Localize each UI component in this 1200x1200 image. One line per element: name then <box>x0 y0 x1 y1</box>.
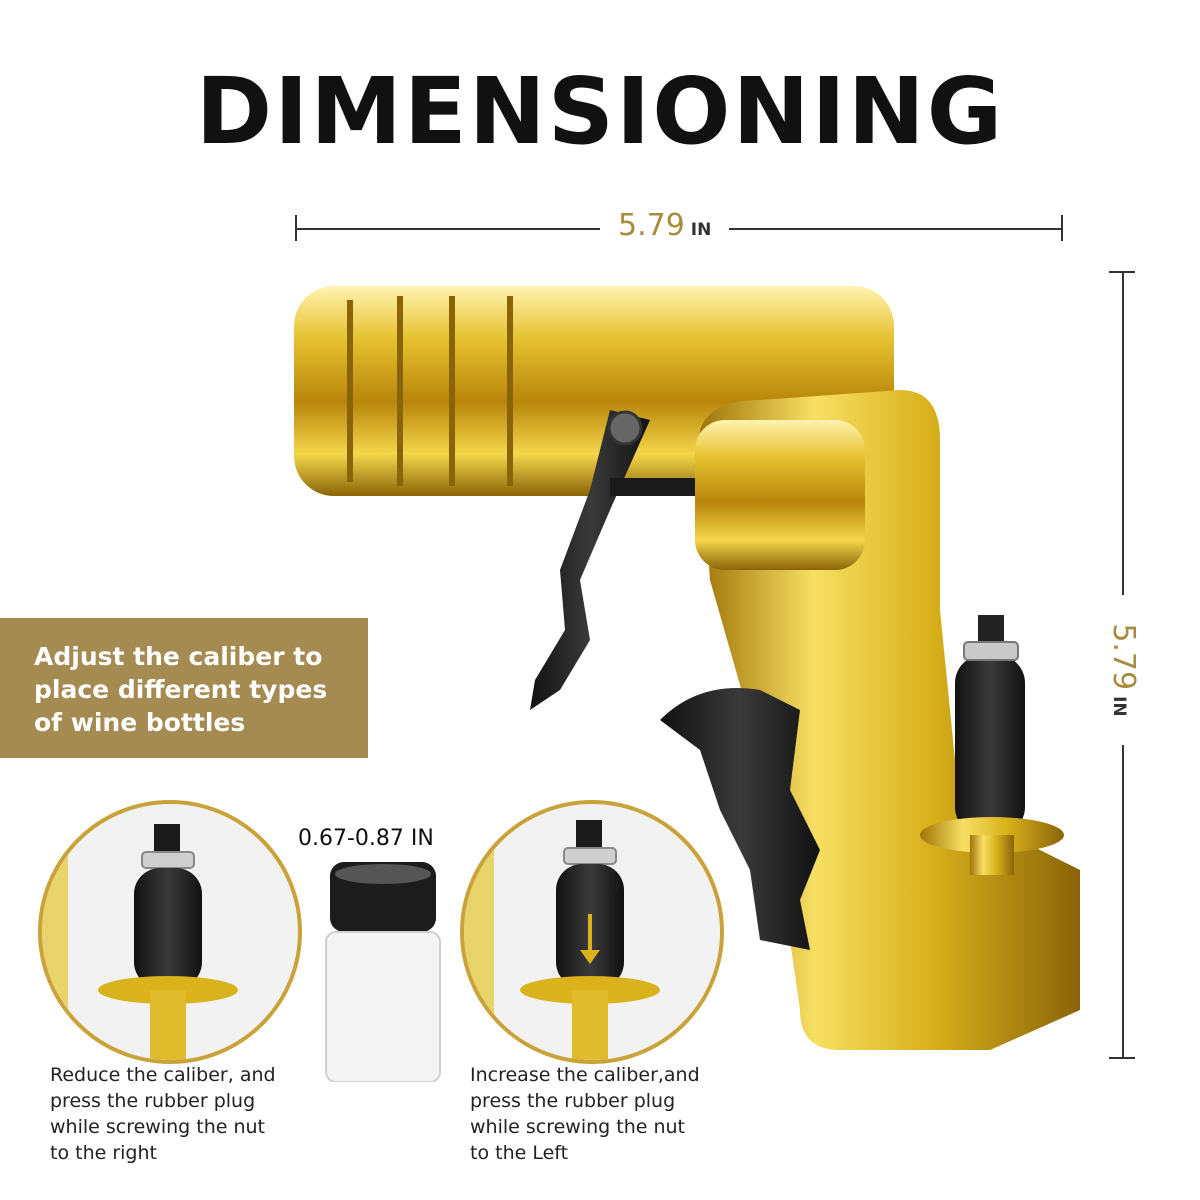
caption-line: to the right <box>50 1142 157 1164</box>
height-dimension-label: 5.79IN <box>1103 595 1143 745</box>
page-title: DIMENSIONING <box>195 58 1005 165</box>
height-dimension-unit: IN <box>1109 696 1129 717</box>
caption-line: while screwing the nut <box>50 1116 266 1138</box>
detail-circle-increase <box>460 800 724 1064</box>
detail-circle-reduce <box>38 800 302 1064</box>
barrel-rings <box>347 296 513 486</box>
chamber <box>695 420 865 570</box>
rear-handle <box>660 688 820 950</box>
plug-collar <box>970 835 1014 875</box>
callout-line: of wine bottles <box>34 708 246 737</box>
caption-line: press the rubber plug <box>470 1090 676 1112</box>
bottle-icon <box>325 862 441 1082</box>
plug-closeup-arrow-icon <box>464 804 660 1060</box>
reduce-caliber-caption: Reduce the caliber, and press the rubber… <box>50 1062 276 1166</box>
width-dimension-tick-right <box>1061 215 1063 241</box>
width-dimension-unit: IN <box>690 220 712 240</box>
rubber-plug <box>955 655 1025 835</box>
width-dimension-value: 5.79 <box>618 208 685 243</box>
height-dimension-value: 5.79 <box>1106 623 1141 691</box>
caption-line: press the rubber plug <box>50 1090 256 1112</box>
trigger-pivot <box>607 410 643 446</box>
plug-closeup-icon <box>42 804 238 1060</box>
bottle-diameter-label: 0.67-0.87 IN <box>298 826 434 851</box>
callout-line: place different types <box>34 675 328 704</box>
height-dimension-tick-top <box>1109 271 1135 273</box>
width-dimension-tick-left <box>295 215 297 241</box>
product-image <box>294 286 1080 1050</box>
callout-line: Adjust the caliber to <box>34 642 323 671</box>
caption-line: to the Left <box>470 1142 569 1164</box>
plug-nut <box>963 641 1019 661</box>
caliber-callout: Adjust the caliber to place different ty… <box>0 618 368 758</box>
increase-caliber-caption: Increase the caliber,and press the rubbe… <box>470 1062 700 1166</box>
caption-line: while screwing the nut <box>470 1116 686 1138</box>
caption-line: Reduce the caliber, and <box>50 1064 276 1086</box>
trigger-rod <box>610 478 720 496</box>
height-dimension-tick-bottom <box>1109 1057 1135 1059</box>
caption-line: Increase the caliber,and <box>470 1064 700 1086</box>
